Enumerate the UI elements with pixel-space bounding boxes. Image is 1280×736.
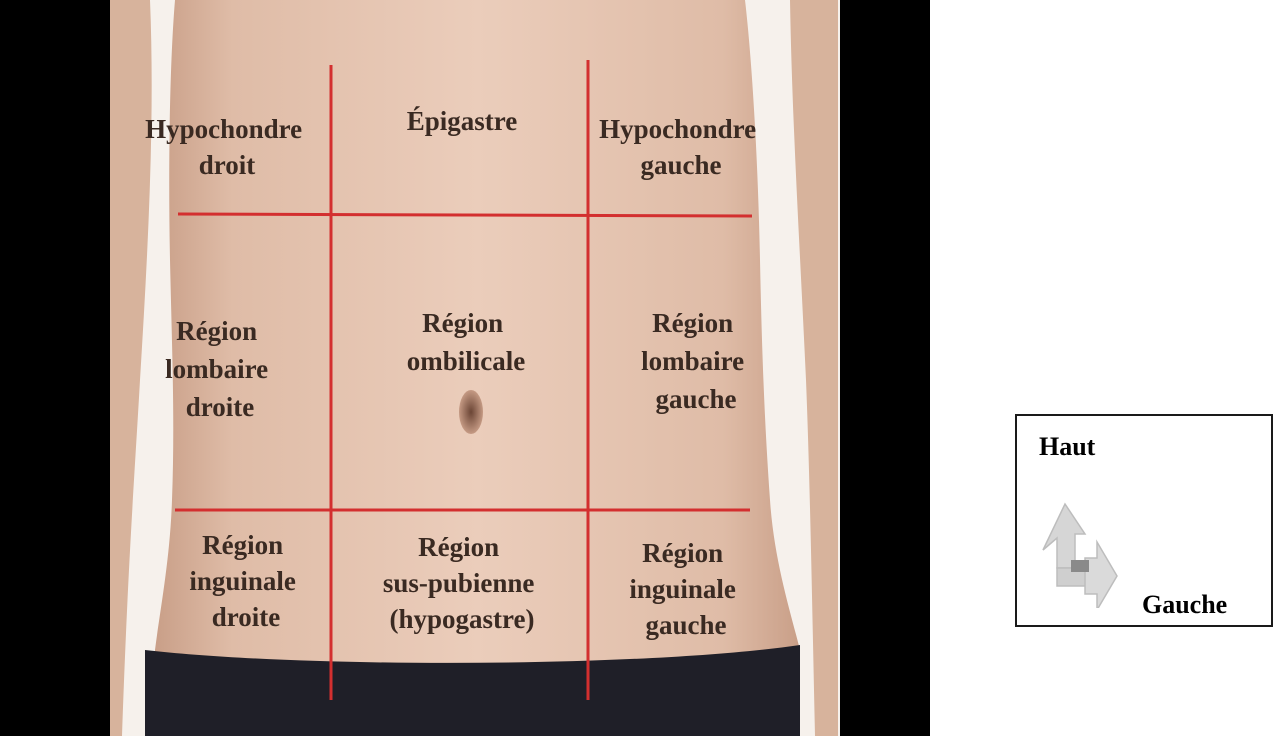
legend-left-label: Gauche	[1142, 590, 1227, 620]
left-black-bar	[0, 0, 110, 736]
right-black-bar-inner	[838, 0, 930, 736]
orientation-legend: Haut Gauche	[1015, 414, 1273, 627]
label-region-inguinale-gauche: Région inguinale gauche	[629, 538, 742, 640]
legend-up-label: Haut	[1039, 432, 1095, 462]
label-region-lombaire-gauche: Région lombaire gauche	[641, 308, 751, 414]
grid-horizontal-top	[178, 214, 752, 216]
label-epigastre: Épigastre	[407, 106, 518, 136]
orientation-arrow-icon	[1035, 498, 1125, 608]
navel	[459, 390, 483, 434]
